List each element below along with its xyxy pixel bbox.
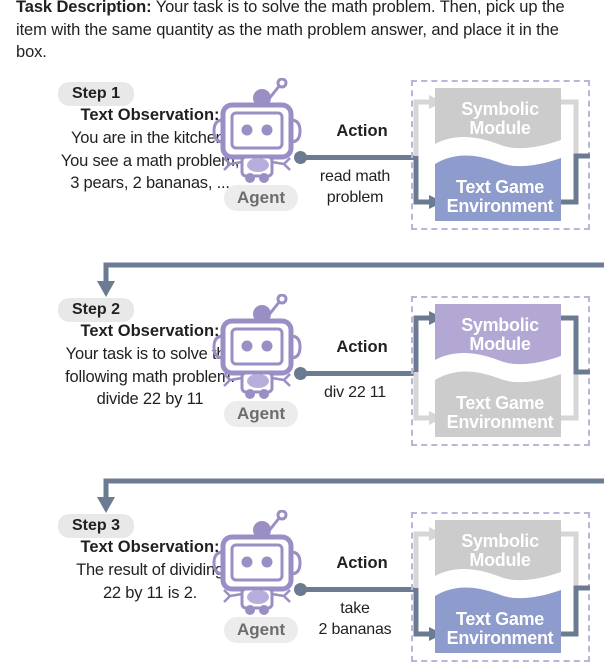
step-block-1: Step 1 Text Observation: You are in the … (0, 78, 604, 230)
text-game-line2: Environment (446, 412, 554, 432)
observation-title-1: Text Observation: (80, 106, 220, 124)
symbolic-module-label-3: Symbolic Module (425, 532, 575, 570)
text-game-line1: Text Game (455, 177, 544, 197)
action-text-2: div 22 11 (324, 384, 386, 401)
agent-label-3: Agent (224, 617, 299, 643)
robot-icon (212, 510, 302, 615)
symbolic-module-line1: Symbolic (461, 99, 539, 119)
robot-icon (212, 294, 302, 399)
agent-illustration-3: Agent (206, 510, 306, 660)
agent-illustration-2: Agent (206, 294, 306, 444)
text-game-line1: Text Game (455, 393, 544, 413)
agent-illustration-1: Agent (206, 78, 306, 228)
action-title-1: Action (336, 122, 388, 140)
action-connector-line-1 (300, 155, 416, 160)
text-game-line2: Environment (446, 628, 554, 648)
environment-group-1: Symbolic Module Text Game Environment (411, 80, 590, 230)
task-description: Task Description: Your task is to solve … (16, 0, 594, 64)
observation-text-3: The result of dividing 22 by 11 is 2. (76, 561, 224, 602)
text-game-environment-label-1: Text Game Environment (425, 178, 575, 216)
module-shapes-3 (413, 520, 590, 653)
action-title-3: Action (336, 554, 388, 572)
observation-title-2: Text Observation: (80, 322, 220, 340)
robot-icon (212, 78, 302, 183)
text-game-environment-label-2: Text Game Environment (425, 394, 575, 432)
symbolic-module-label-2: Symbolic Module (425, 316, 575, 354)
environment-group-3: Symbolic Module Text Game Environment (411, 512, 590, 662)
symbolic-module-label-1: Symbolic Module (425, 100, 575, 138)
module-shapes-1 (413, 88, 590, 221)
symbolic-module-line1: Symbolic (461, 531, 539, 551)
step-pill-3: Step 3 (58, 514, 135, 538)
text-game-line2: Environment (446, 196, 554, 216)
symbolic-module-line1: Symbolic (461, 315, 539, 335)
step-block-3: Step 3 Text Observation: The result of d… (0, 510, 604, 662)
task-description-text: Your task is to solve the math problem. … (16, 0, 565, 61)
symbolic-module-line2: Module (469, 118, 531, 138)
module-shapes-2 (413, 304, 590, 437)
action-text-1: read math problem (319, 168, 391, 206)
observation-title-3: Text Observation: (80, 538, 220, 556)
symbolic-module-line2: Module (469, 550, 531, 570)
text-game-line1: Text Game (455, 609, 544, 629)
action-title-2: Action (336, 338, 388, 356)
step-block-2: Step 2 Text Observation: Your task is to… (0, 294, 604, 446)
text-game-environment-label-3: Text Game Environment (425, 610, 575, 648)
agent-label-2: Agent (224, 401, 299, 427)
agent-label-1: Agent (224, 185, 299, 211)
observation-text-2: Your task is to solve the following math… (65, 345, 235, 408)
task-description-label: Task Description: (16, 0, 152, 16)
action-connector-line-2 (300, 371, 416, 376)
step-pill-2: Step 2 (58, 298, 135, 322)
symbolic-module-line2: Module (469, 334, 531, 354)
environment-group-2: Symbolic Module Text Game Environment (411, 296, 590, 446)
observation-text-1: You are in the kitchen. You see a math p… (60, 129, 240, 192)
step-pill-1: Step 1 (58, 82, 135, 106)
action-connector-line-3 (300, 587, 416, 592)
action-text-3: take 2 bananas (318, 600, 392, 638)
